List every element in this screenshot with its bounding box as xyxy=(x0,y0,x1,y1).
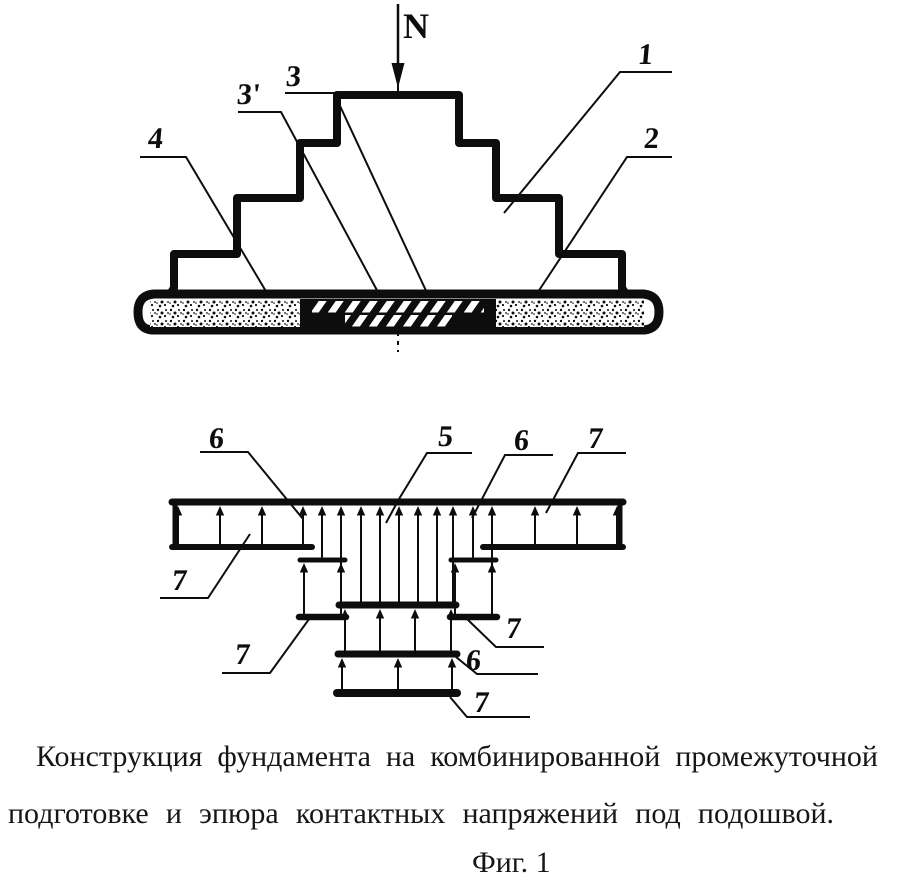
leader-3 xyxy=(285,92,429,296)
figure-number-label: Фиг. 1 xyxy=(472,846,551,879)
stress-arrow-heads xyxy=(173,506,622,668)
callout-3-prime: 3' xyxy=(235,78,262,111)
stress-callout-6-lower-right: 6 xyxy=(464,644,483,677)
leader-7-lower-left xyxy=(222,614,313,674)
leader-5 xyxy=(385,452,472,524)
stress-callout-7-bottom-right: 7 xyxy=(472,686,491,719)
stress-callout-6-top-left: 6 xyxy=(207,422,226,455)
load-label-N: N xyxy=(403,6,429,46)
leader-2 xyxy=(535,156,672,296)
caption-line-1: Конструкция фундамента на комбинированно… xyxy=(36,740,878,773)
lower-prep-layer xyxy=(345,315,452,327)
leader-7-left xyxy=(160,533,251,599)
stress-callout-5: 5 xyxy=(436,420,455,453)
stress-callout-7-lower-left: 7 xyxy=(233,638,252,671)
foundation-outline xyxy=(157,91,639,301)
leader-7-right-mid xyxy=(466,618,544,648)
leader-3-prime xyxy=(238,111,380,295)
callout-1: 1 xyxy=(636,38,655,71)
crushed-stone-left xyxy=(150,300,300,327)
foundation-leader-lines xyxy=(140,71,672,296)
load-arrow xyxy=(391,4,405,88)
leader-6-top-left xyxy=(200,451,304,520)
callout-2: 2 xyxy=(642,122,661,155)
leader-4 xyxy=(140,156,268,294)
crushed-stone-right xyxy=(496,300,644,327)
callout-4: 4 xyxy=(146,122,165,155)
leader-1 xyxy=(503,71,672,214)
leader-6-lower-right xyxy=(455,656,538,675)
stress-diagram xyxy=(160,451,627,718)
callout-3: 3 xyxy=(284,60,303,93)
caption-line-2: подготовке и эпюра контактных напряжений… xyxy=(8,797,834,830)
leader-6-top-right xyxy=(471,454,553,519)
stress-leader-lines xyxy=(160,451,626,718)
stress-callout-7-top-right: 7 xyxy=(586,422,605,455)
base-slab xyxy=(133,289,664,335)
leader-7-bottom-right xyxy=(449,696,530,718)
foundation-drawing xyxy=(133,4,672,352)
upper-prep-layer xyxy=(312,301,484,313)
stress-callout-7-left: 7 xyxy=(170,564,189,597)
stress-callout-7-right-mid: 7 xyxy=(504,612,523,645)
stress-callout-6-top-right: 6 xyxy=(512,424,531,457)
leader-7-top-right xyxy=(545,452,626,514)
